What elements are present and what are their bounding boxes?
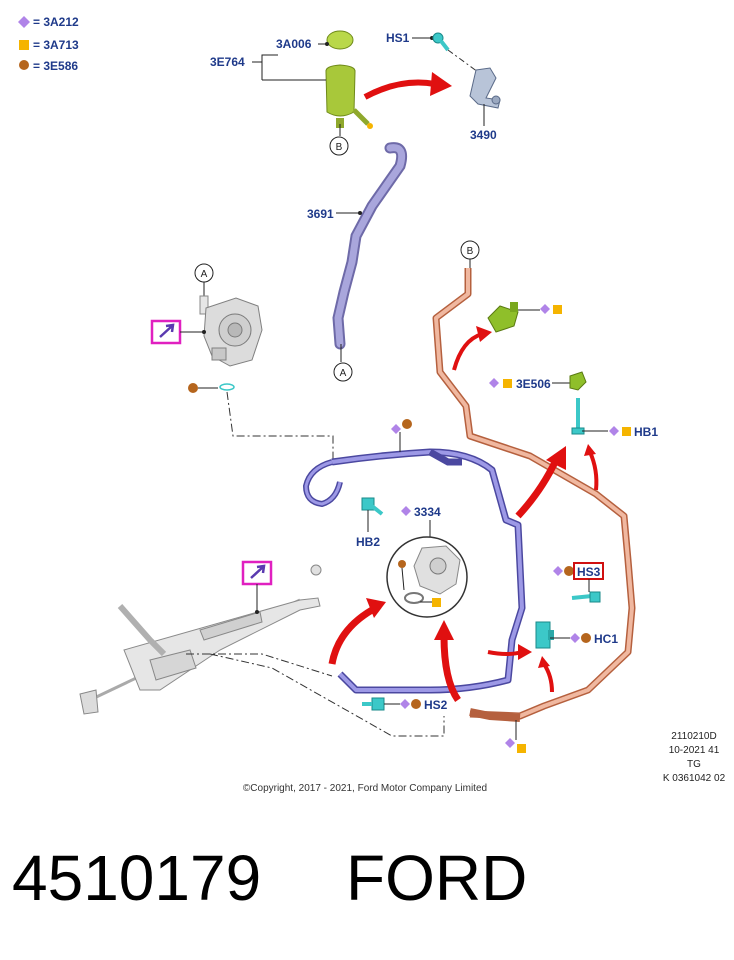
- diamond-icon: [570, 633, 580, 643]
- diamond-icon: [505, 738, 515, 748]
- svg-text:B: B: [467, 246, 474, 257]
- circle-icon: [564, 566, 574, 576]
- diamond-icon: [400, 699, 410, 709]
- svg-text:10-2021 41: 10-2021 41: [669, 745, 720, 756]
- green-valve: [487, 302, 519, 333]
- diamond-icon: [489, 378, 499, 388]
- power-steering-pump: [199, 295, 263, 367]
- diamond-icon: [540, 304, 550, 314]
- label-3334: 3334: [414, 505, 441, 519]
- hose-3691: [334, 144, 406, 348]
- label-hc1: HC1: [594, 632, 618, 646]
- label-hs2: HS2: [424, 698, 448, 712]
- power-steering-exploded-diagram: = 3A212 = 3A713 = 3E586 3A006 3E764 B HS…: [18, 15, 726, 794]
- diamond-icon: [609, 426, 619, 436]
- red-arrow-head: [430, 72, 452, 96]
- hs1-bolt: [432, 32, 450, 52]
- callout-b-top: B: [329, 136, 349, 156]
- legend-3a212: = 3A212: [33, 15, 79, 29]
- hs2-bolt: [362, 697, 385, 711]
- square-icon: [503, 379, 512, 388]
- bracket-3490: [469, 67, 501, 109]
- hc1-clip: [535, 621, 554, 649]
- copyright-notice: ©Copyright, 2017 - 2021, Ford Motor Comp…: [243, 783, 487, 794]
- circle-icon: [398, 560, 406, 568]
- o-ring: [219, 383, 235, 391]
- label-3a006: 3A006: [276, 37, 312, 51]
- hs3-bolt: [571, 591, 601, 603]
- legend-3e586: = 3E586: [33, 59, 78, 73]
- hb1-bolt: [571, 398, 585, 435]
- svg-text:TG: TG: [687, 759, 701, 770]
- svg-text:2110210D: 2110210D: [671, 731, 716, 742]
- svg-text:K 0361042 02: K 0361042 02: [663, 773, 726, 784]
- detail-circle-3334: [386, 536, 468, 618]
- red-arrow: [542, 662, 554, 693]
- red-arrow: [440, 635, 461, 703]
- brand-name: FORD: [346, 842, 528, 914]
- pencil-note-icon: [159, 323, 175, 338]
- circle-icon: [411, 699, 421, 709]
- reservoir-cap: [326, 30, 354, 50]
- circle-icon: [581, 633, 591, 643]
- diamond-icon: [391, 424, 401, 434]
- diamond-icon: [18, 16, 30, 28]
- square-icon: [19, 40, 29, 50]
- label-hs3: HS3: [577, 565, 601, 579]
- label-3691: 3691: [307, 207, 334, 221]
- label-hb1: HB1: [634, 425, 658, 439]
- square-icon: [432, 598, 441, 607]
- steering-gear-rack: [79, 564, 322, 715]
- callout-a-top: A: [194, 263, 214, 283]
- square-icon: [517, 744, 526, 753]
- pressure-hose-purple: [302, 448, 526, 694]
- square-icon: [553, 305, 562, 314]
- red-arrow: [363, 79, 436, 100]
- red-arrow: [452, 332, 483, 371]
- red-arrow: [487, 650, 523, 656]
- 3e506-fitting: [569, 371, 587, 391]
- circle-icon: [188, 383, 198, 393]
- svg-text:A: A: [340, 368, 347, 379]
- part-number: 4510179: [12, 842, 262, 914]
- label-3e764: 3E764: [210, 55, 245, 69]
- pencil-note-icon: [250, 564, 266, 579]
- return-line-orange: [432, 268, 636, 722]
- label-3e506: 3E506: [516, 377, 551, 391]
- reservoir-body: [325, 64, 356, 117]
- svg-text:A: A: [201, 269, 208, 280]
- label-3490: 3490: [470, 128, 497, 142]
- circle-icon: [402, 419, 412, 429]
- red-arrow: [588, 451, 599, 491]
- reference-block: 2110210D 10-2021 41 TG K 0361042 02: [663, 731, 726, 784]
- red-arrow: [328, 606, 374, 665]
- diamond-icon: [401, 506, 411, 516]
- svg-text:B: B: [336, 142, 343, 153]
- legend-3a713: = 3A713: [33, 38, 79, 52]
- diamond-icon: [553, 566, 563, 576]
- hb2-bolt: [361, 497, 384, 516]
- circle-icon: [19, 60, 29, 70]
- red-arrow: [515, 458, 560, 519]
- callout-a-bottom: A: [333, 362, 353, 382]
- square-icon: [622, 427, 631, 436]
- legend: = 3A212 = 3A713 = 3E586: [18, 15, 79, 73]
- label-hs1: HS1: [386, 31, 410, 45]
- reservoir-assembly: [252, 30, 373, 136]
- label-hb2: HB2: [356, 535, 380, 549]
- callout-b-bottom: B: [460, 240, 480, 260]
